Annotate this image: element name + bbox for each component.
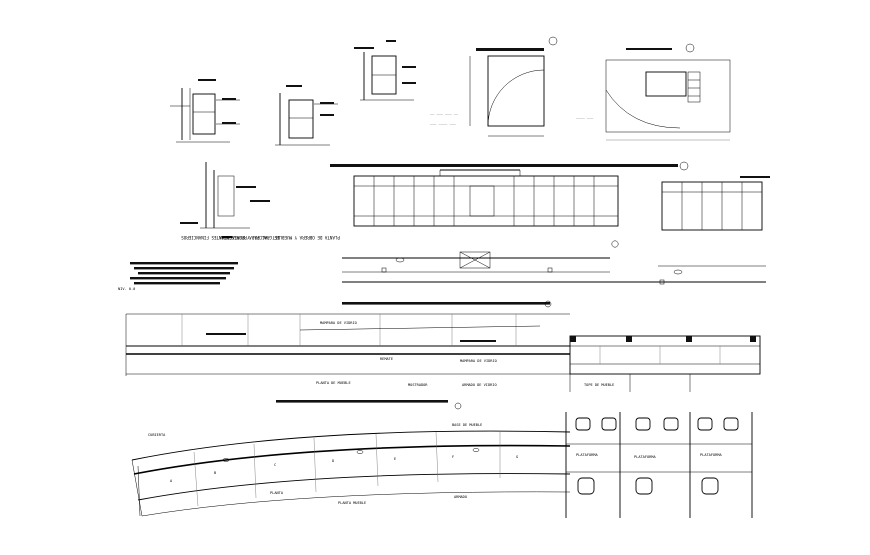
door-note: __ ___ ___ __ xyxy=(430,111,459,115)
drawing-title: PLANTA DE OBRERA Y MUEBLES GRAL PARA REP… xyxy=(181,235,340,240)
curve-note-2: BASE DE MUEBLE xyxy=(452,423,482,427)
detail-section-2 xyxy=(275,85,338,146)
grid-F: F xyxy=(452,455,454,459)
grid-A: A xyxy=(170,479,173,483)
grid-B: B xyxy=(214,471,216,475)
detail-section-4 xyxy=(180,162,270,238)
detail-section-1 xyxy=(170,79,240,143)
counter-note-3: MAMPARA DE VIDRIO xyxy=(460,359,497,363)
door-plan-detail: __ ___ ___ __ ___ ____ ___ xyxy=(430,36,558,137)
plan-note: ____ ___ xyxy=(576,115,594,119)
detail-section-3 xyxy=(354,40,416,101)
grid-D: D xyxy=(332,459,334,463)
platform-label-3: PLATAFORMA xyxy=(700,453,722,457)
dim-note-2: MOSTRADOR xyxy=(408,383,428,387)
counter-plan-strip xyxy=(342,251,766,285)
curve-note-3: PLANTA MUEBLE xyxy=(338,501,366,505)
dim-note-1: PLANTA DE MUEBLE xyxy=(316,381,351,385)
dim-note-3: ARMADO DE VIDRIO xyxy=(462,383,497,387)
curve-note-1: CUBIERTA xyxy=(148,433,166,437)
door-note-2: ___ ____ ___ xyxy=(430,121,457,125)
platform-label-1: PLATAFORMA xyxy=(576,453,598,457)
drawing-title-group: PLANTA DE OBRERA Y MUEBLES GRAL PARA REP… xyxy=(181,235,619,248)
grid-C: C xyxy=(274,463,276,467)
grid-G: G xyxy=(516,455,518,459)
drawing-subtitle: DET. ACCES. Y PLATAFORMA xyxy=(219,235,280,240)
curved-counter-plan: A B C D E F G CUBIERTA BASE DE MUEBLE PL… xyxy=(131,400,753,518)
grid-E: E xyxy=(394,457,396,461)
platform-label-2: PLATAFORMA xyxy=(634,455,656,459)
curve-note-4: ARMADO xyxy=(454,495,467,499)
dim-note-4: TOPE DE MUEBLE xyxy=(584,383,614,387)
notes-block xyxy=(130,262,238,285)
level-note: NIV. 0.0 xyxy=(118,287,135,291)
counter-note-1: MAMPARA DE VIDRIO xyxy=(320,321,357,325)
plan-detail-right: ____ ___ xyxy=(576,43,731,141)
straight-counter-plan: NIV. 0.0 MAMPARA DE VIDRIO REMATE MAMPAR… xyxy=(118,287,761,392)
curve-note-5: PLANTA xyxy=(270,491,284,495)
counter-elevation xyxy=(330,161,770,231)
counter-note-2: REMATE xyxy=(380,357,393,361)
